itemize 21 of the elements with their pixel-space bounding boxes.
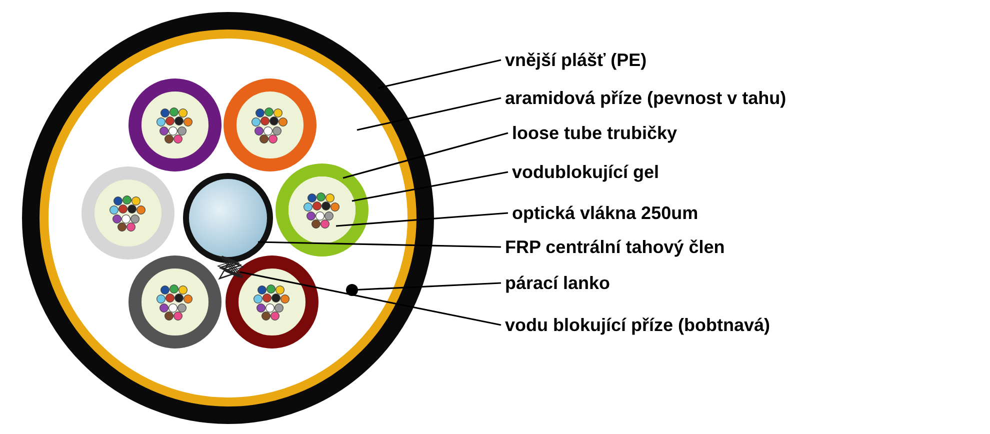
part-label: vodublokující gel bbox=[512, 161, 660, 183]
central-strength-member bbox=[183, 173, 273, 263]
part-label: vodu blokující příze (bobtnavá) bbox=[505, 314, 770, 336]
part-label: loose tube trubičky bbox=[512, 122, 678, 144]
leader-line bbox=[336, 212, 508, 227]
leader-line bbox=[378, 59, 502, 89]
part-label: párací lanko bbox=[505, 272, 610, 294]
part-label: FRP centrální tahový člen bbox=[505, 236, 725, 258]
loose-tube bbox=[276, 164, 368, 256]
part-label: vnější plášť (PE) bbox=[505, 49, 647, 71]
outer-jacket-ring bbox=[22, 12, 434, 424]
leader-line bbox=[240, 271, 502, 326]
part-label: optická vlákna 250um bbox=[512, 202, 698, 224]
part-label: aramidová příze (pevnost v tahu) bbox=[505, 87, 786, 109]
aramid-yarn-ring bbox=[40, 30, 416, 406]
leader-line bbox=[352, 171, 508, 202]
gel-fill bbox=[288, 176, 356, 244]
leader-line bbox=[258, 241, 502, 248]
fiber-bundle bbox=[304, 192, 340, 228]
leader-line bbox=[342, 132, 508, 179]
leader-line bbox=[356, 97, 502, 131]
